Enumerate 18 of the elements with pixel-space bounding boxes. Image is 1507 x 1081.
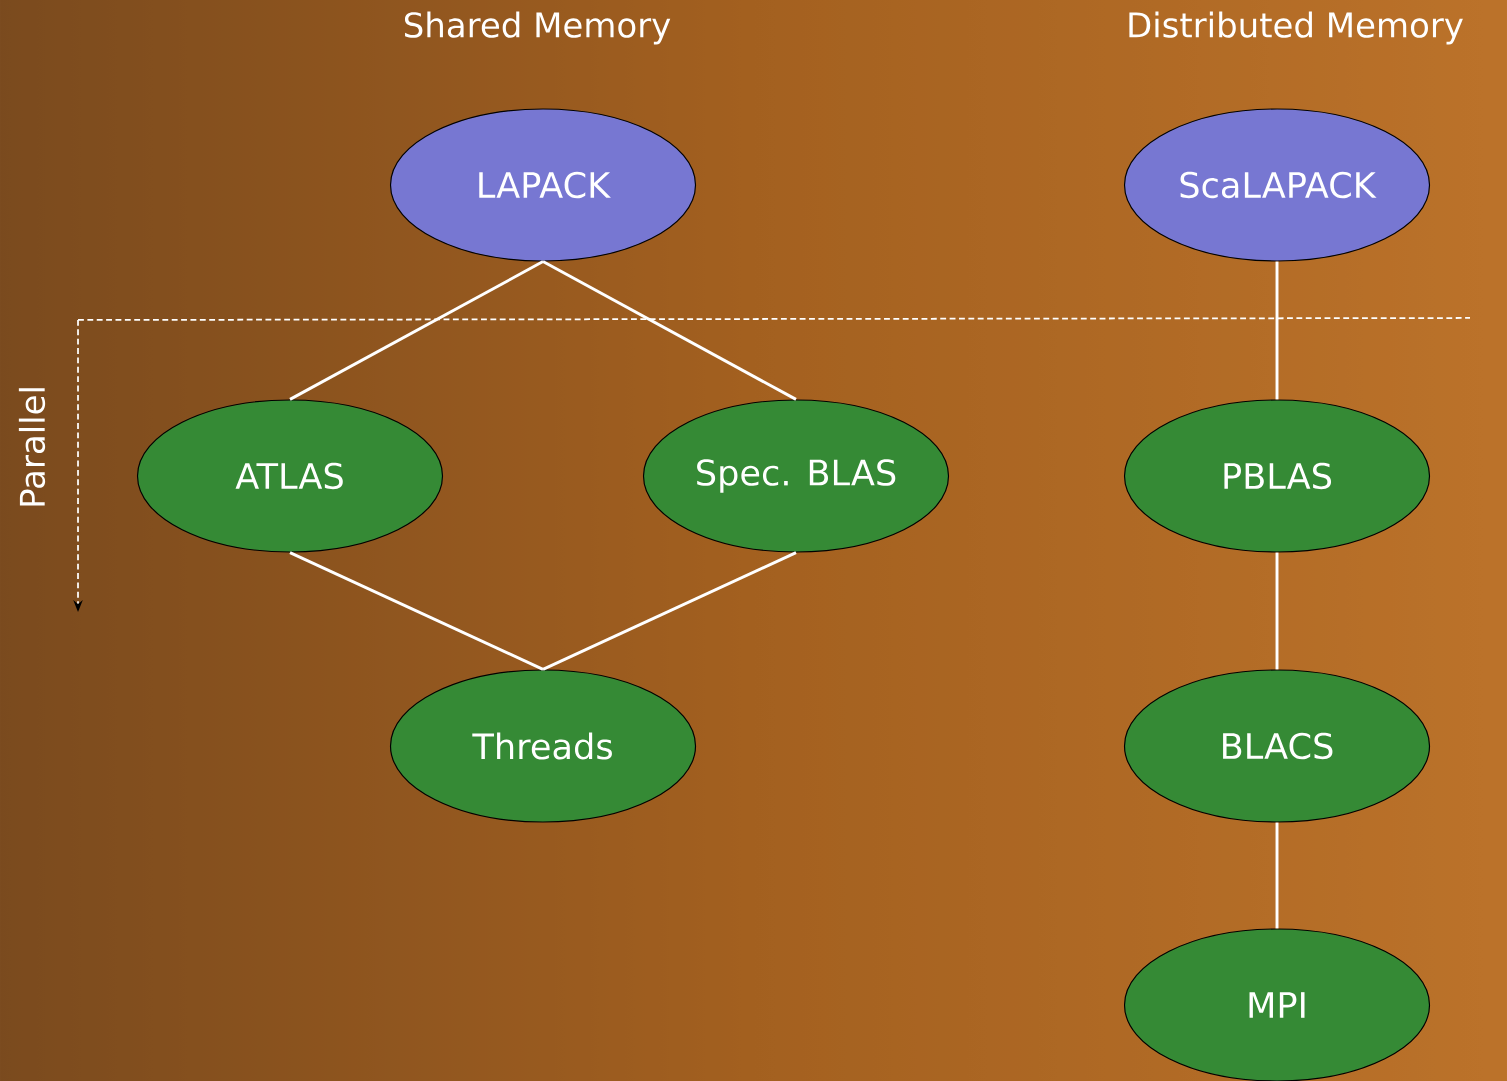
heading: Parallel — [18, 388, 46, 506]
connector-line — [1275, 552, 1279, 670]
ellipse-node: ATLAS — [136, 399, 444, 553]
connector-line — [289, 551, 544, 671]
ellipse-node: LAPACK — [389, 108, 697, 262]
heading: Shared Memory — [404, 11, 671, 45]
ellipse-node: MPI — [1123, 928, 1431, 1081]
connector-line — [1275, 261, 1279, 400]
connector-line — [1275, 822, 1279, 929]
heading: Distributed Memory — [1129, 11, 1463, 45]
ellipse-node: Spec. BLAS — [642, 399, 950, 553]
ellipse-node: ScaLAPACK — [1123, 108, 1431, 262]
connector-line — [542, 260, 797, 401]
ellipse-node: PBLAS — [1123, 399, 1431, 553]
connector-line — [289, 260, 544, 401]
ellipse-node: BLACS — [1123, 669, 1431, 823]
ellipse-node: Threads — [389, 669, 697, 823]
connector-line — [542, 551, 797, 671]
